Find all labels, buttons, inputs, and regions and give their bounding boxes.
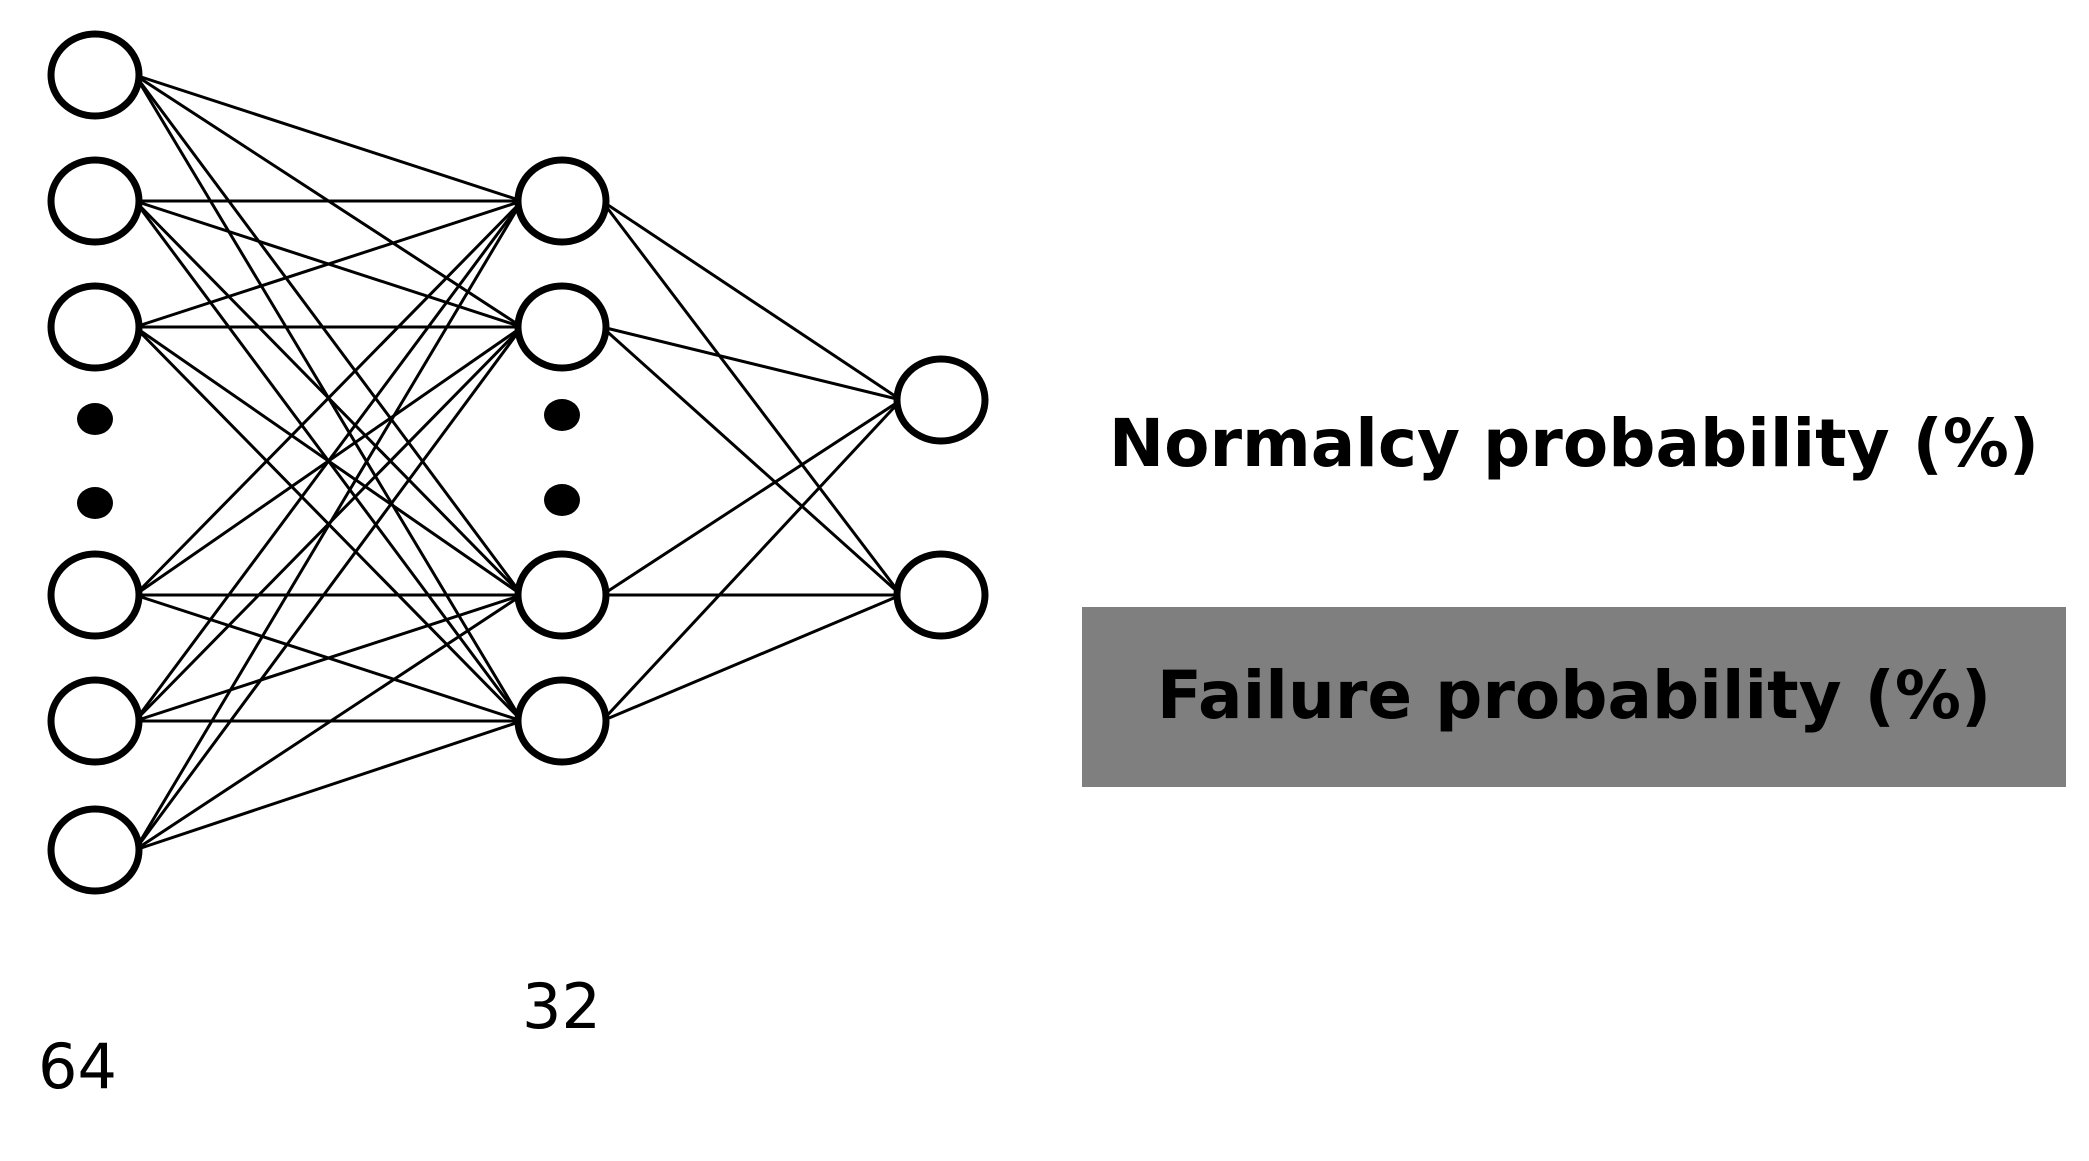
connection-line xyxy=(134,719,523,852)
input-node xyxy=(47,550,143,640)
connection-line xyxy=(601,398,902,597)
connection-line xyxy=(601,199,902,402)
input-layer-size-label: 64 xyxy=(38,1030,117,1103)
ellipsis-dot xyxy=(544,484,580,516)
ellipsis-dot xyxy=(77,403,113,435)
connection-line xyxy=(600,200,903,596)
input-node xyxy=(47,282,143,372)
hidden-layer-size-label: 32 xyxy=(522,970,601,1043)
output-node xyxy=(893,355,989,445)
connection-line xyxy=(133,200,524,722)
connection-line xyxy=(134,593,523,723)
connection-line xyxy=(133,74,524,596)
connection-line xyxy=(600,325,903,597)
input-node xyxy=(47,156,143,246)
connection-line xyxy=(134,73,523,203)
hidden-node xyxy=(514,676,610,766)
input-node xyxy=(47,30,143,120)
hidden-node xyxy=(514,550,610,640)
output-node xyxy=(893,550,989,640)
hidden-node xyxy=(514,282,610,372)
failure-highlight-box xyxy=(1082,607,2066,787)
input-node xyxy=(47,676,143,766)
hidden-node xyxy=(514,156,610,246)
connection-line xyxy=(133,200,524,851)
connection-line xyxy=(133,199,524,597)
connection-line xyxy=(600,398,903,723)
failure-probability-label: Failure probability (%) xyxy=(1156,657,1992,734)
connection-line xyxy=(601,325,902,402)
ellipsis-dot xyxy=(544,399,580,431)
connection-line xyxy=(134,199,523,329)
connection-line xyxy=(133,326,524,851)
input-node xyxy=(47,805,143,895)
ellipsis-dot xyxy=(77,487,113,519)
connection-line xyxy=(134,593,523,852)
connection-line xyxy=(601,593,902,723)
normalcy-probability-label: Normalcy probability (%) xyxy=(1108,405,2040,482)
